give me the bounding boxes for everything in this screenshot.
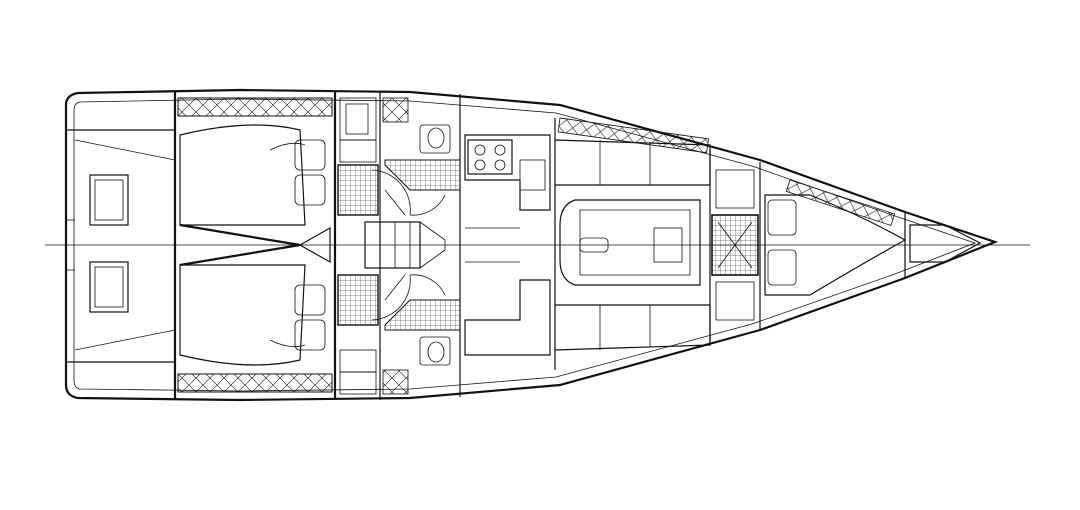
toilet-bottom-icon xyxy=(419,336,451,366)
grid-floor-top-left xyxy=(337,164,379,216)
hatch-port-aft xyxy=(89,174,129,226)
door-swing-top xyxy=(371,169,411,216)
cockpit xyxy=(173,92,337,400)
mast-step xyxy=(579,237,609,253)
companionway-steps xyxy=(364,221,446,269)
anchor-locker xyxy=(909,224,982,263)
forward-cabin xyxy=(709,150,982,345)
saloon-locker-top xyxy=(557,117,709,154)
saloon xyxy=(464,117,711,370)
stern-platform xyxy=(66,129,176,363)
grid-floor-top-right xyxy=(384,159,461,191)
grid-floor-bottom-right xyxy=(384,299,461,331)
hull-inner-line xyxy=(73,98,977,392)
saloon-table xyxy=(559,199,701,286)
locker-top-right xyxy=(382,97,409,123)
aft-cabins xyxy=(337,92,461,400)
grid-floor-bottom-left xyxy=(337,274,379,326)
hatch-starboard-aft xyxy=(89,261,129,313)
door-swing-bottom xyxy=(371,274,411,321)
toilet-top-icon xyxy=(419,124,451,154)
cockpit-locker-bottom xyxy=(177,373,333,393)
cockpit-locker-top xyxy=(177,97,333,117)
galley-stove-icon xyxy=(467,139,513,175)
